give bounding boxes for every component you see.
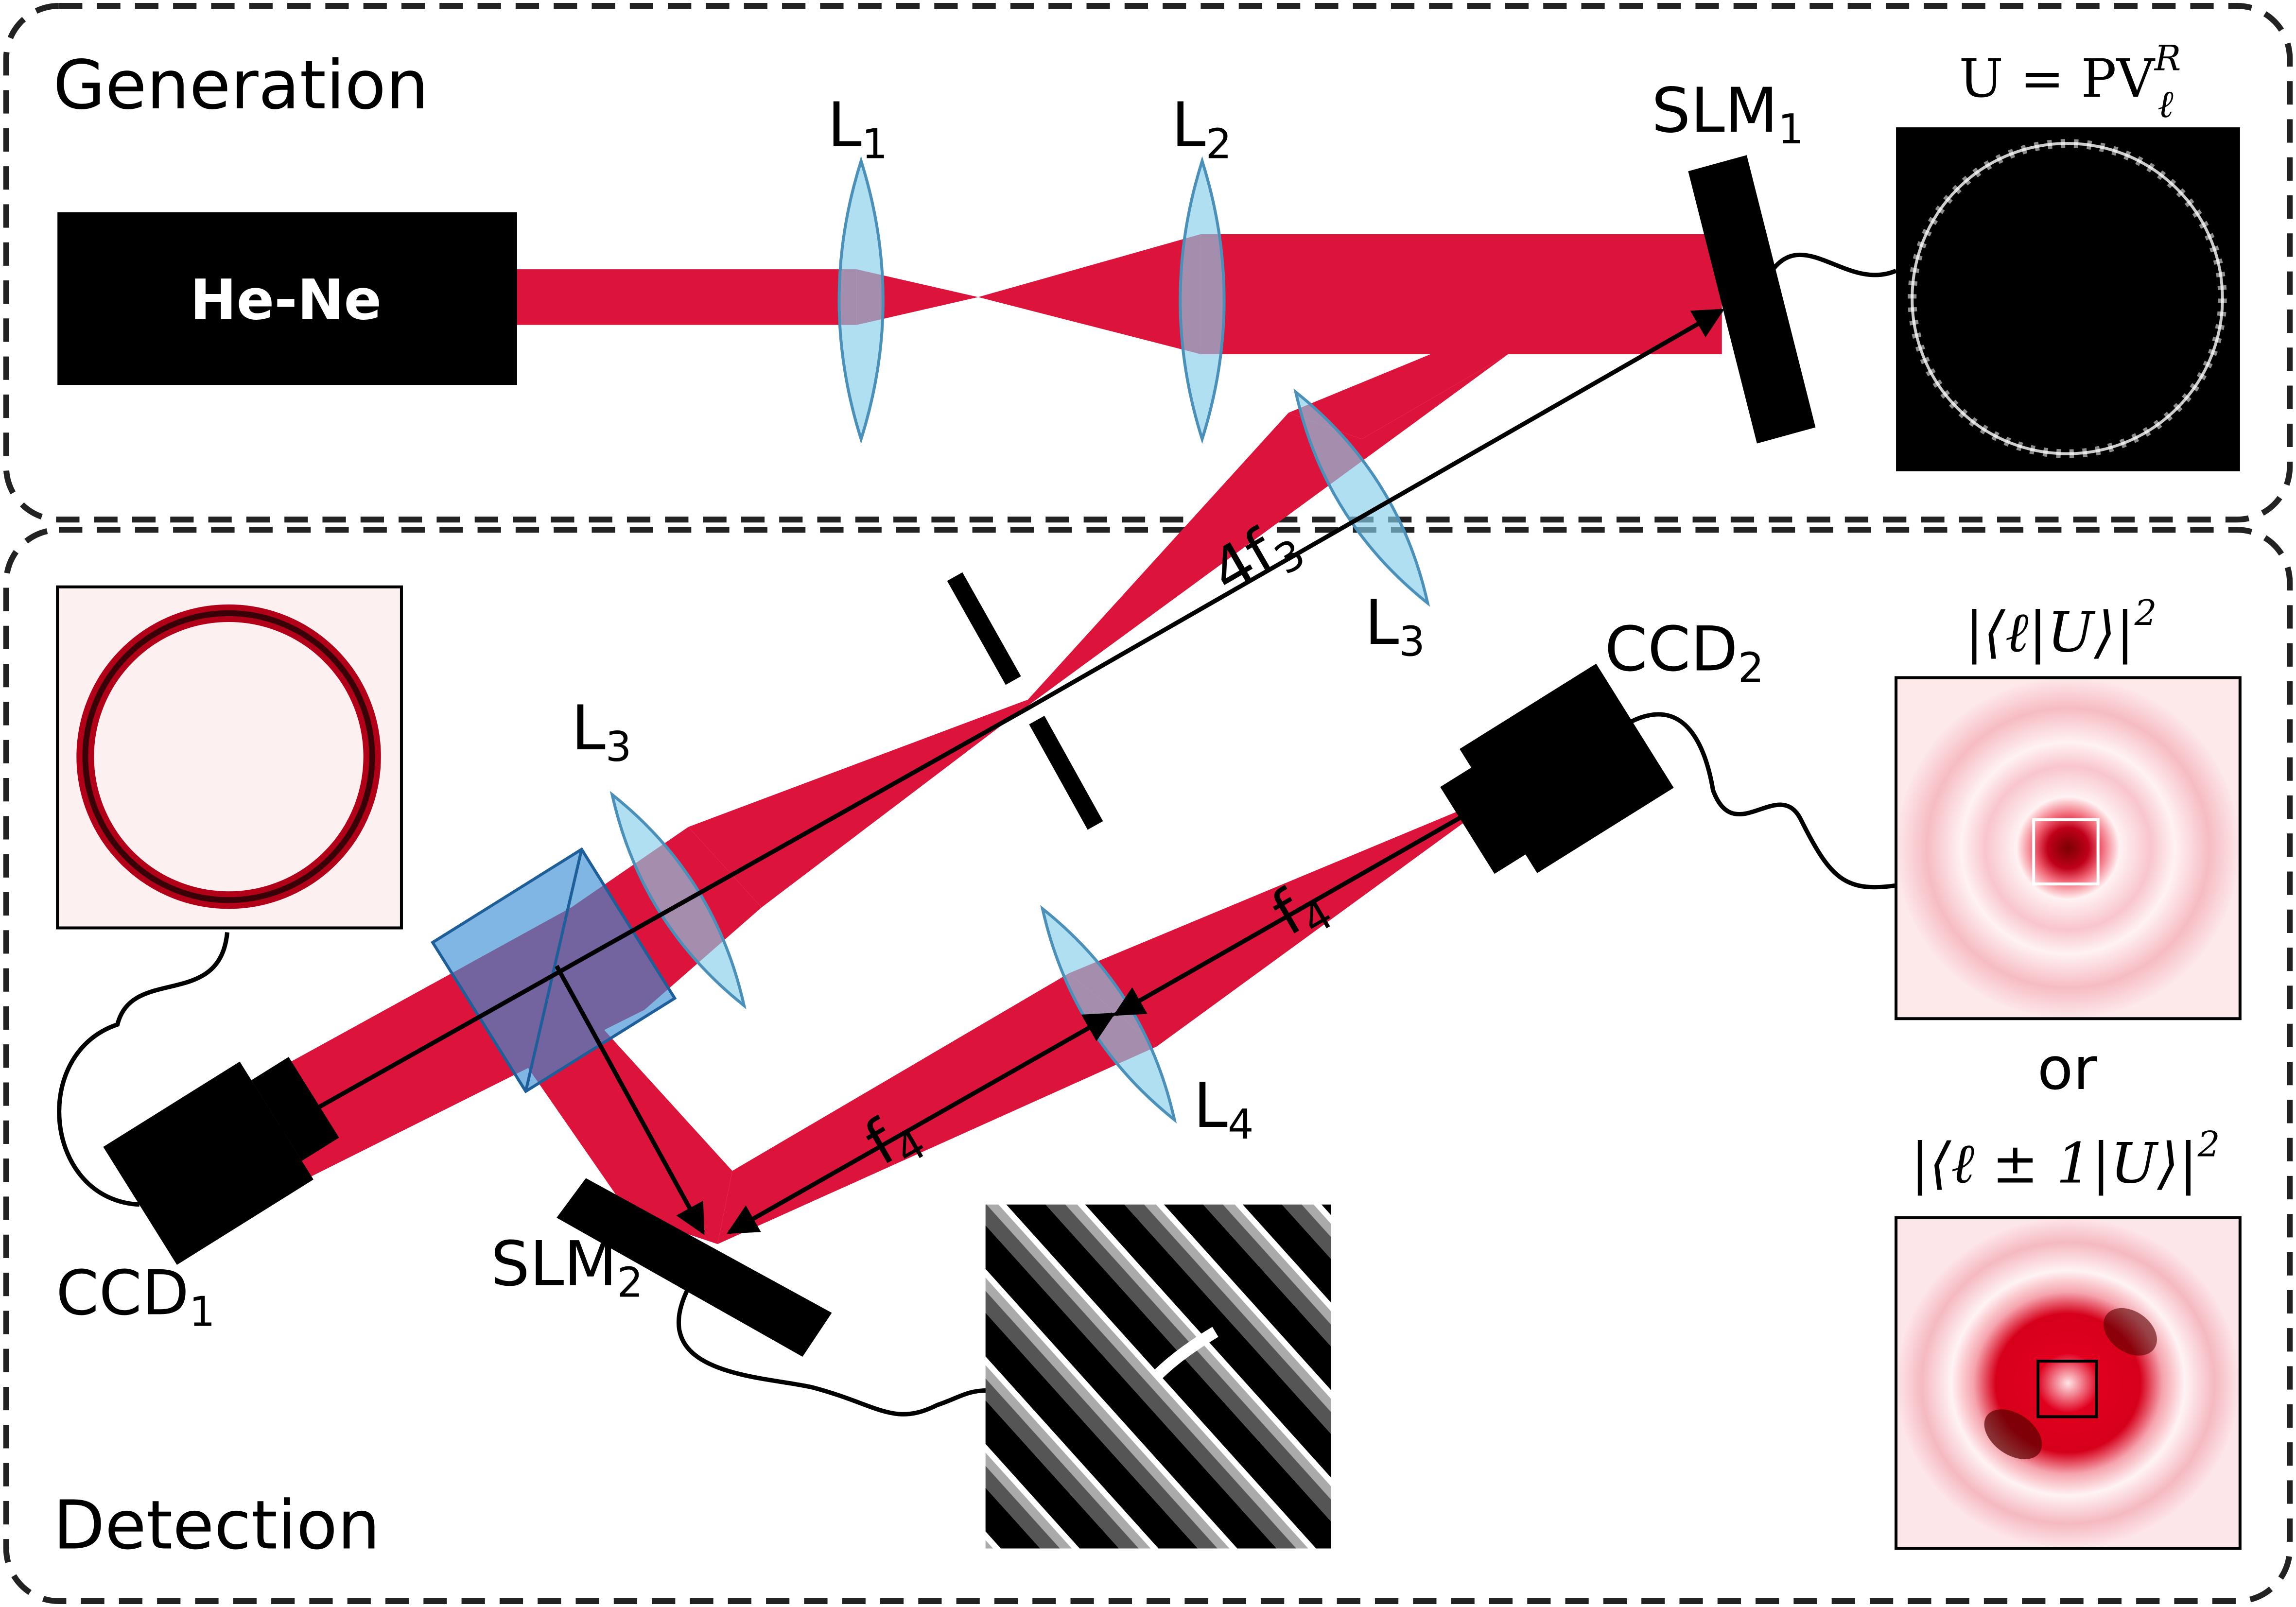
laser-body bbox=[57, 212, 517, 385]
ccd2-label: CCD2 bbox=[1605, 613, 1764, 691]
generation-title: Generation bbox=[53, 46, 429, 124]
slm1-generated-field-image bbox=[1896, 127, 2240, 471]
lens-l2-label: L2 bbox=[1171, 89, 1232, 168]
slm1-device bbox=[1688, 155, 1816, 444]
laser-label: He-Ne bbox=[190, 268, 382, 332]
slm2-device bbox=[557, 1178, 832, 1357]
ccd2-projection-image-l bbox=[1895, 676, 2242, 1020]
slm2-fork-hologram-image bbox=[985, 1204, 1331, 1549]
beam-l3-to-focus bbox=[1016, 354, 1508, 714]
lens-l2 bbox=[1179, 156, 1226, 444]
lens-l3-lower-label: L3 bbox=[571, 692, 631, 771]
beam-laser-to-l1 bbox=[515, 269, 857, 325]
detection-frame bbox=[3, 527, 2293, 1604]
ccd2-camera bbox=[1440, 663, 1674, 874]
generation-frame bbox=[3, 3, 2293, 523]
iris-lower-blade bbox=[1029, 716, 1103, 830]
slm1-cable bbox=[1765, 252, 1897, 279]
ccd2-cable bbox=[1619, 712, 1896, 890]
lens-l1-label: L1 bbox=[827, 89, 887, 168]
lens-l3-upper bbox=[1293, 388, 1430, 607]
or-label: or bbox=[2037, 1035, 2098, 1103]
lens-l3-upper-label: L3 bbox=[1365, 587, 1425, 665]
lens-l1 bbox=[837, 156, 885, 444]
ccd1-intensity-image bbox=[56, 585, 403, 930]
arrow-4f3 bbox=[1024, 308, 1725, 712]
detection-title: Detection bbox=[53, 1486, 380, 1565]
slm2-label: SLM2 bbox=[491, 1228, 644, 1306]
equation-projection-l-pm-1: |⟨ℓ ± 1|U⟩|2 bbox=[1911, 1124, 2220, 1195]
iris-upper-blade bbox=[947, 572, 1021, 685]
beam-expand-to-l2 bbox=[978, 234, 1201, 354]
arrow-cube-to-slm2 bbox=[555, 965, 705, 1235]
slm1-label: SLM1 bbox=[1652, 75, 1804, 153]
beam-l1-focus bbox=[856, 269, 978, 325]
ccd2-projection-image-l-pm-1 bbox=[1895, 1216, 2242, 1550]
beam-slm1-to-l3 bbox=[1288, 234, 1722, 439]
lens-l4-label: L4 bbox=[1193, 1070, 1253, 1148]
arrow-f4-upper bbox=[1113, 788, 1511, 1017]
equation-projection-l: |⟨ℓ|U⟩|2 bbox=[1965, 593, 2157, 664]
arrow-f4-lower bbox=[727, 1012, 1116, 1234]
slm2-cable bbox=[677, 1287, 989, 1417]
lens-l3-lower bbox=[609, 791, 747, 1010]
ccd1-cable bbox=[57, 932, 230, 1207]
ccd1-label: CCD1 bbox=[56, 1258, 215, 1336]
arrow-ccd1-path bbox=[276, 708, 1026, 1132]
